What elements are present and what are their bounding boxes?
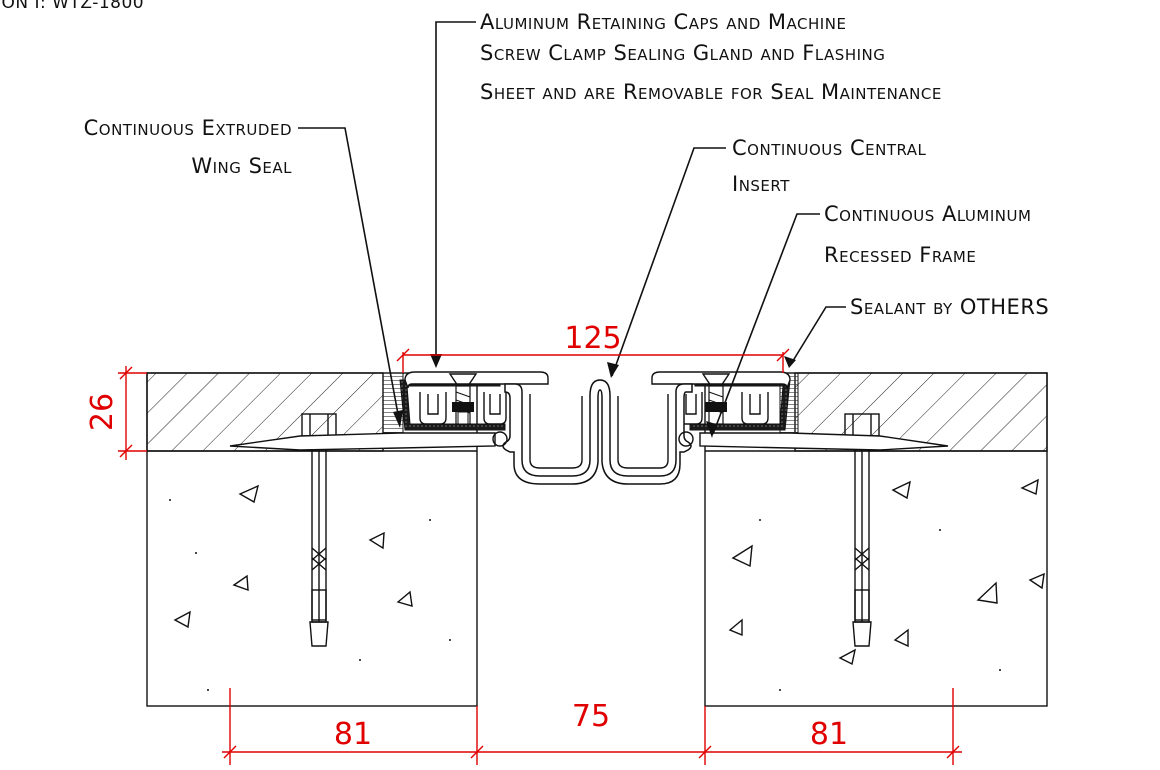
- callout-retaining-caps-line1: Aluminum Retaining Caps and Machine: [480, 10, 846, 34]
- dimension-left-block-label: 81: [334, 717, 372, 752]
- left-machine-screw: [448, 373, 478, 425]
- right-flashing-plate: [699, 432, 949, 451]
- dimension-right-block-label: 81: [810, 717, 848, 752]
- callout-retaining-caps-line2: Screw Clamp Sealing Gland and Flashing: [480, 41, 885, 65]
- dimension-top-width-label: 125: [564, 321, 621, 356]
- dimension-depth-label: 26: [85, 393, 120, 431]
- callout-central-insert-line2: Insert: [732, 172, 790, 196]
- callout-retaining-caps-line3: Sheet and are Removable for Seal Mainten…: [480, 80, 942, 104]
- dimension-depth: 26: [85, 366, 147, 460]
- dimension-bottom: 81 75 81: [222, 688, 962, 765]
- right-machine-screw: [701, 373, 731, 425]
- right-concrete-slab: [704, 372, 1048, 707]
- callout-recessed-frame-line1: Continuous Aluminum: [824, 202, 1031, 226]
- drawing-title: ION I: WTZ-1800: [0, 0, 144, 13]
- left-flashing-plate: [229, 432, 496, 451]
- dimension-top-width: 125: [396, 321, 790, 373]
- leader-lines: [298, 21, 846, 438]
- dimension-gap-label: 75: [572, 699, 610, 734]
- central-insert: [492, 379, 694, 485]
- callout-central-insert-line1: Continuous Central: [732, 136, 927, 160]
- callout-recessed-frame-line2: Recessed Frame: [824, 243, 976, 267]
- callout-sealant: Sealant by OTHERS: [850, 295, 1049, 319]
- right-recessed-frame: [679, 379, 791, 431]
- callout-wing-seal-line2: Wing Seal: [191, 154, 292, 178]
- callout-wing-seal-line1: Continuous Extruded: [84, 116, 292, 140]
